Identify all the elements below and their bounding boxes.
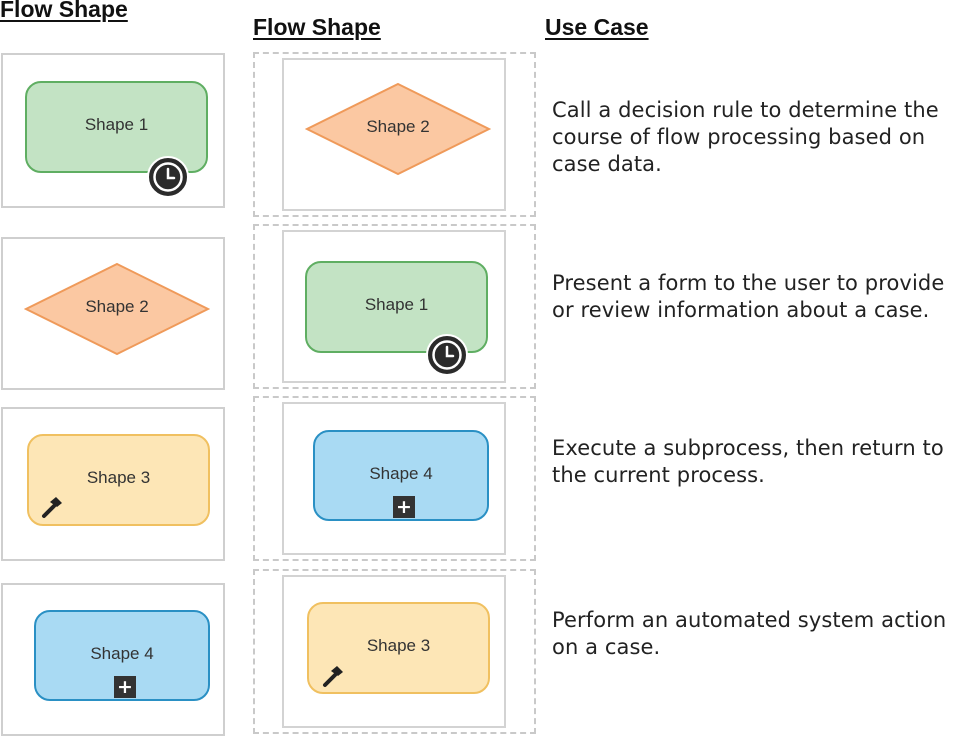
column-header-flow-shape-target: Flow Shape	[253, 14, 381, 40]
drop-target-slot-4[interactable]: Shape 3	[253, 569, 536, 734]
utility-shape: Shape 3	[307, 602, 490, 694]
shape-label: Shape 3	[366, 636, 431, 655]
draggable-card-shape-4[interactable]: Shape 4 +	[1, 583, 225, 736]
hammer-icon	[42, 497, 62, 518]
placed-card-shape-3[interactable]: Shape 3	[282, 575, 506, 728]
placed-card-shape-1[interactable]: Shape 1	[282, 230, 506, 383]
draggable-card-shape-2[interactable]: Shape 2	[1, 237, 225, 390]
shape-label: Shape 4	[369, 463, 433, 483]
plus-icon: +	[393, 496, 415, 518]
decision-shape: Shape 2	[305, 82, 491, 176]
shape-label: Shape 4	[90, 643, 154, 663]
draggable-card-shape-3[interactable]: Shape 3	[1, 407, 225, 561]
shape-label: Shape 2	[366, 117, 430, 136]
utility-shape: Shape 3	[27, 434, 210, 526]
shape-label: Shape 2	[85, 297, 149, 316]
draggable-card-shape-1[interactable]: Shape 1	[1, 53, 225, 208]
clock-icon	[147, 156, 189, 198]
use-case-text-4: Perform an automated system action on a …	[552, 608, 947, 659]
placed-card-shape-2[interactable]: Shape 2	[282, 58, 506, 211]
column-header-use-case: Use Case	[545, 14, 649, 40]
column-header-flow-shape-source: Flow Shape	[0, 0, 128, 22]
drop-target-slot-1[interactable]: Shape 2	[253, 52, 536, 217]
use-case-text-2: Present a form to the user to provide or…	[552, 271, 945, 322]
shape-label: Shape 1	[364, 295, 429, 314]
plus-icon: +	[114, 676, 136, 698]
placed-card-shape-4[interactable]: Shape 4 +	[282, 402, 506, 555]
drop-target-slot-2[interactable]: Shape 1	[253, 224, 536, 389]
hammer-icon	[323, 666, 343, 687]
drop-target-slot-3[interactable]: Shape 4 +	[253, 396, 536, 561]
assignment-shape: Shape 1	[25, 81, 208, 173]
use-case-text-3: Execute a subprocess, then return to the…	[552, 436, 944, 487]
shape-label: Shape 3	[86, 468, 151, 487]
shape-label: Shape 1	[84, 115, 149, 134]
use-case-text-1: Call a decision rule to determine the co…	[552, 98, 939, 176]
decision-shape: Shape 2	[24, 262, 210, 356]
clock-icon	[426, 334, 468, 376]
